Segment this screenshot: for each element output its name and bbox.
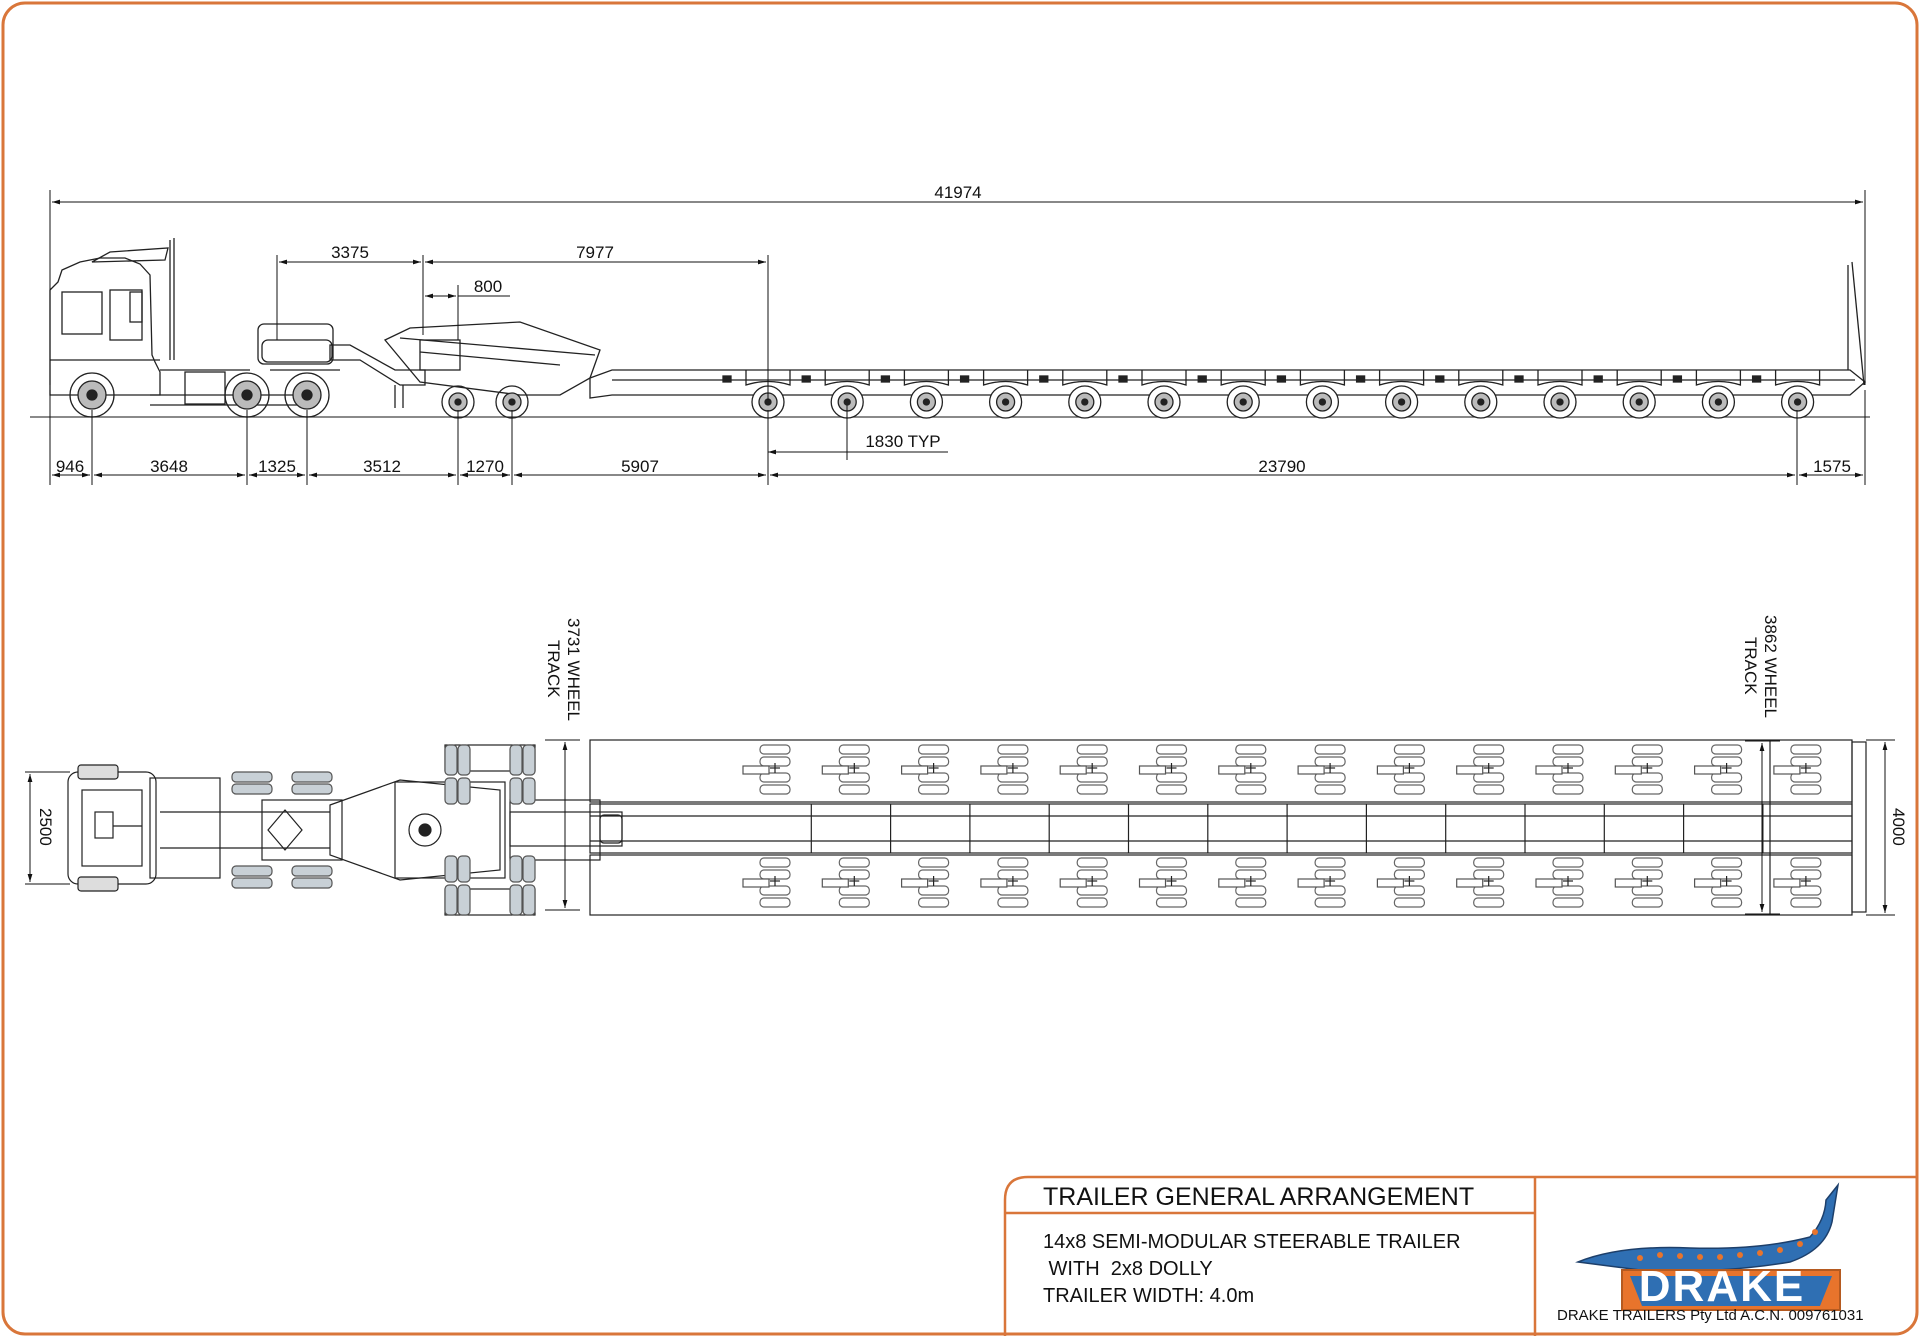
plan-dimension-labels: 3731 WHEEL TRACK 3862 WHEEL TRACK 2500 4… [36,615,1908,846]
trailer-deck-plan [589,739,1867,916]
trailer-wheel-module-plan [1445,744,1505,908]
company-name: DRAKE TRAILERS Pty Ltd A.C.N. 009761031 [1557,1307,1864,1324]
side-dimensions [49,190,1866,485]
truck-plan-tyres [231,771,333,889]
trailer-wheel-side [722,370,791,419]
dim-dolly-track-2: TRACK [544,640,563,698]
truck-side [49,238,340,406]
dim-lower-1: 946 [56,457,84,476]
dolly-plan-tyres [444,744,536,916]
trailer-deck-side [589,261,1867,399]
trailer-wheel-module-plan [1207,744,1267,908]
dim-upper-1: 3375 [331,243,369,262]
trailer-wheel-side [1039,370,1108,419]
trailer-wheel-side [801,370,870,419]
trailer-wheel-module-plan [889,744,950,908]
gooseneck-side [329,321,601,408]
trailer-wheel-module-plan [1286,744,1346,908]
trailer-wheel-module-plan [969,744,1029,908]
trailer-wheel-side [1593,370,1662,419]
trailer-wheel-side [1276,370,1346,419]
trailer-wheel-module-plan [1603,744,1663,908]
trailer-wheel-side [1355,370,1425,419]
dim-lower-3: 1325 [258,457,296,476]
dim-lower-6: 5907 [621,457,659,476]
dolly-wheels [441,385,529,419]
dim-lower-2: 3648 [150,457,188,476]
plan-view [67,739,1867,916]
trailer-wheel-side [1197,370,1266,419]
dim-overall-length: 41974 [934,183,981,202]
trailer-wheel-module-plan [1365,744,1426,908]
trailer-wheel-side [1672,370,1742,419]
plan-dimensions [25,739,1895,916]
dim-lower-7: 23790 [1258,457,1305,476]
dim-lower-5: 1270 [466,457,504,476]
trailer-wheel-module-plan [1048,744,1108,908]
trailer-plan-wheel-modules [742,744,1822,908]
neck-end [599,814,623,844]
title-block [1003,1175,1917,1336]
dim-trailer-width: 4000 [1889,808,1908,846]
trailer-wheel-module-plan [1762,744,1822,908]
dim-upper-3: 800 [474,277,502,296]
drawing-title: TRAILER GENERAL ARRANGEMENT [1043,1183,1475,1211]
side-view [30,238,1870,419]
dim-rear-track-1: 3862 WHEEL [1761,615,1780,718]
truck-wheels [69,372,330,418]
side-dimension-labels: 41974 3375 7977 800 1830 TYP 946 3648 13… [56,183,1851,476]
dim-upper-2: 7977 [576,243,614,262]
trailer-wheel-side [1435,370,1504,419]
trailer-wheel-module-plan [1524,744,1584,908]
trailer-wheel-side [1751,370,1821,419]
trailer-wheel-module-plan [810,744,870,908]
trailer-wheel-module-plan [1682,744,1743,908]
dim-truck-width: 2500 [36,808,55,846]
dim-dolly-track-1: 3731 WHEEL [564,618,583,721]
trailer-wheel-module-plan [1127,744,1188,908]
trailer-wheel-side [1118,370,1187,419]
drawing-description: 14x8 SEMI-MODULAR STEERABLE TRAILER WITH… [1043,1231,1461,1307]
trailer-wheel-module-plan [742,744,791,908]
dim-lower-8: 1575 [1813,457,1851,476]
truck-plan [67,764,343,892]
dim-axle-spacing: 1830 TYP [865,432,940,451]
logo-wordmark: DRAKE [1638,1262,1806,1311]
trailer-wheel-side [959,370,1029,419]
drake-lizard-logo-icon [1575,1182,1841,1311]
trailer-wheel-side [1514,370,1583,419]
trailer-wheel-side [880,370,950,419]
dim-lower-4: 3512 [363,457,401,476]
dim-rear-track-2: TRACK [1741,637,1760,695]
trailer-side-wheels [722,370,1821,419]
